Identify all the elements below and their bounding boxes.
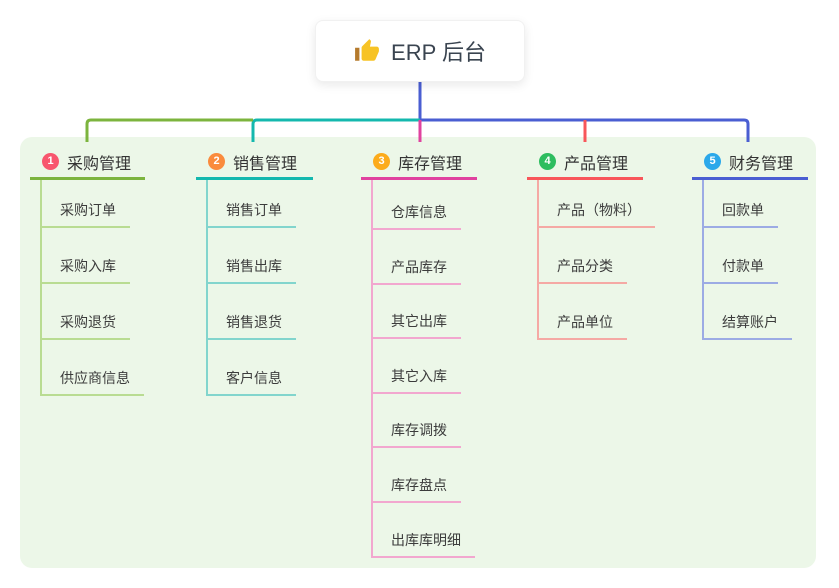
branch-item[interactable]: 产品分类 bbox=[539, 228, 627, 284]
connector-branch-5 bbox=[418, 82, 750, 142]
branch-item[interactable]: 其它入库 bbox=[373, 339, 461, 394]
branch-item[interactable]: 其它出库 bbox=[373, 285, 461, 340]
root-node-label: ERP 后台 bbox=[391, 40, 486, 65]
branch-item[interactable]: 产品单位 bbox=[539, 284, 627, 340]
root-node[interactable]: ERP 后台 bbox=[315, 20, 525, 82]
branch-item[interactable]: 采购订单 bbox=[42, 180, 130, 228]
branch-items: 产品（物料）产品分类产品单位 bbox=[537, 180, 655, 340]
branch-item[interactable]: 产品（物料） bbox=[539, 180, 655, 228]
branch-number-badge: 5 bbox=[704, 153, 721, 170]
branch-item[interactable]: 付款单 bbox=[704, 228, 778, 284]
branch-item[interactable]: 采购入库 bbox=[42, 228, 130, 284]
branch-label: 销售管理 bbox=[233, 155, 298, 173]
branch-header[interactable]: 1 采购管理 bbox=[30, 146, 145, 180]
branch-item[interactable]: 客户信息 bbox=[208, 340, 296, 396]
branch: 4 产品管理 产品（物料）产品分类产品单位 bbox=[527, 146, 655, 340]
branch-item[interactable]: 结算账户 bbox=[704, 284, 792, 340]
branch-items: 仓库信息产品库存其它出库其它入库库存调拨库存盘点出库库明细 bbox=[371, 180, 477, 558]
branch-items: 回款单付款单结算账户 bbox=[702, 180, 808, 340]
branch-label: 产品管理 bbox=[564, 155, 629, 173]
branch-label: 财务管理 bbox=[729, 155, 794, 173]
branch-number-badge: 3 bbox=[373, 153, 390, 170]
branch: 2 销售管理 销售订单销售出库销售退货客户信息 bbox=[196, 146, 313, 396]
branch: 3 库存管理 仓库信息产品库存其它出库其它入库库存调拨库存盘点出库库明细 bbox=[361, 146, 477, 558]
branch-header[interactable]: 4 产品管理 bbox=[527, 146, 643, 180]
branch-item[interactable]: 销售出库 bbox=[208, 228, 296, 284]
branch-label: 库存管理 bbox=[398, 155, 463, 173]
branch-item[interactable]: 销售退货 bbox=[208, 284, 296, 340]
thumbs-up-icon bbox=[355, 39, 379, 61]
branch-header[interactable]: 3 库存管理 bbox=[361, 146, 477, 180]
branch-number-badge: 4 bbox=[539, 153, 556, 170]
branch-items: 采购订单采购入库采购退货供应商信息 bbox=[40, 180, 145, 396]
branch-number-badge: 1 bbox=[42, 153, 59, 170]
branch-item[interactable]: 回款单 bbox=[704, 180, 778, 228]
branch-item[interactable]: 出库库明细 bbox=[373, 503, 475, 558]
branch-label: 采购管理 bbox=[67, 155, 132, 173]
branch-item[interactable]: 库存盘点 bbox=[373, 448, 461, 503]
branch: 5 财务管理 回款单付款单结算账户 bbox=[692, 146, 808, 340]
canvas-panel bbox=[20, 137, 816, 568]
branch-header[interactable]: 2 销售管理 bbox=[196, 146, 313, 180]
branch-item[interactable]: 采购退货 bbox=[42, 284, 130, 340]
branch-item[interactable]: 仓库信息 bbox=[373, 180, 461, 230]
branch-item[interactable]: 供应商信息 bbox=[42, 340, 144, 396]
branch-item[interactable]: 销售订单 bbox=[208, 180, 296, 228]
branch-number-badge: 2 bbox=[208, 153, 225, 170]
branch-item[interactable]: 库存调拨 bbox=[373, 394, 461, 449]
branch-header[interactable]: 5 财务管理 bbox=[692, 146, 808, 180]
branch-item[interactable]: 产品库存 bbox=[373, 230, 461, 285]
branch-items: 销售订单销售出库销售退货客户信息 bbox=[206, 180, 313, 396]
branch: 1 采购管理 采购订单采购入库采购退货供应商信息 bbox=[30, 146, 145, 396]
